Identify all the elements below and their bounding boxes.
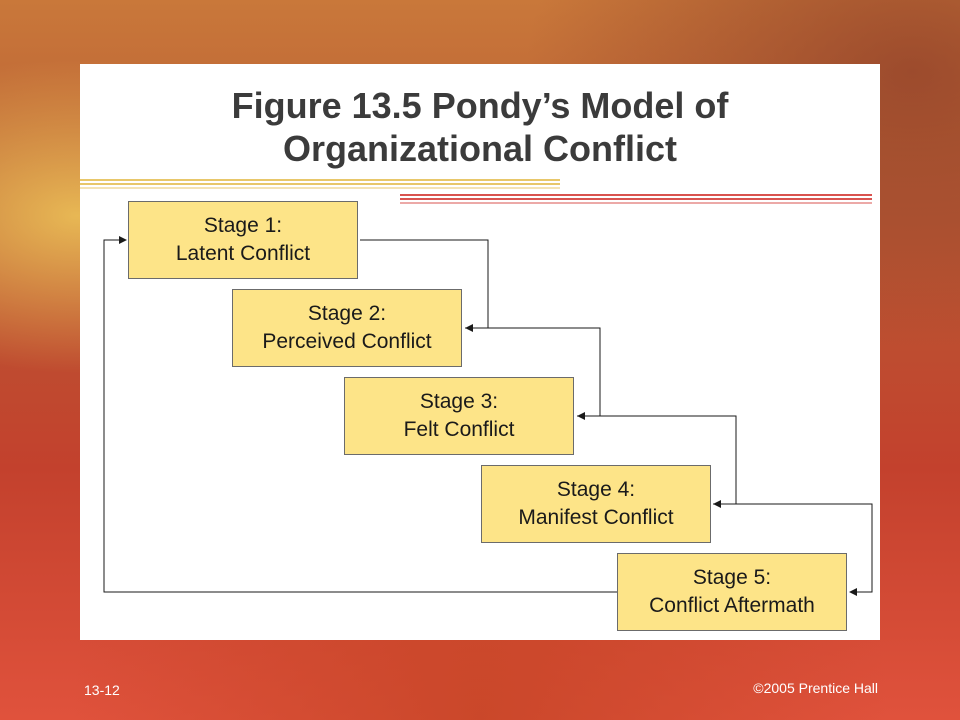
stage-1-name: Latent Conflict: [175, 242, 311, 265]
stage-3-label: Stage 3:: [419, 390, 499, 413]
stage-2-label: Stage 2:: [307, 302, 387, 325]
slide-panel: [80, 64, 880, 640]
stage-1-box: Stage 1: Latent Conflict: [128, 201, 358, 279]
title-line-2: Organizational Conflict: [282, 128, 677, 169]
connector-4-to-5: [713, 503, 873, 596]
stage-2-name: Perceived Conflict: [262, 330, 432, 353]
slide-number: 13-12: [84, 682, 120, 698]
stage-2-box: Stage 2: Perceived Conflict: [232, 289, 462, 367]
stage-4-name: Manifest Conflict: [518, 506, 674, 529]
stage-1-label: Stage 1:: [203, 214, 283, 237]
gold-rule: [80, 179, 560, 189]
stage-3-box: Stage 3: Felt Conflict: [344, 377, 574, 455]
stage-5-label: Stage 5:: [692, 566, 772, 589]
stage-5-name: Conflict Aftermath: [649, 594, 815, 617]
copyright-notice: ©2005 Prentice Hall: [753, 680, 878, 696]
stage-3-name: Felt Conflict: [403, 418, 515, 441]
title-line-1: Figure 13.5 Pondy’s Model of: [231, 85, 729, 126]
slide-title: Figure 13.5 Pondy’s Model of Organizatio…: [80, 84, 880, 170]
stage-4-box: Stage 4: Manifest Conflict: [481, 465, 711, 543]
stage-4-label: Stage 4:: [556, 478, 636, 501]
red-rule: [400, 194, 872, 204]
stage-5-box: Stage 5: Conflict Aftermath: [617, 553, 847, 631]
connector-5-to-1: [103, 236, 617, 593]
